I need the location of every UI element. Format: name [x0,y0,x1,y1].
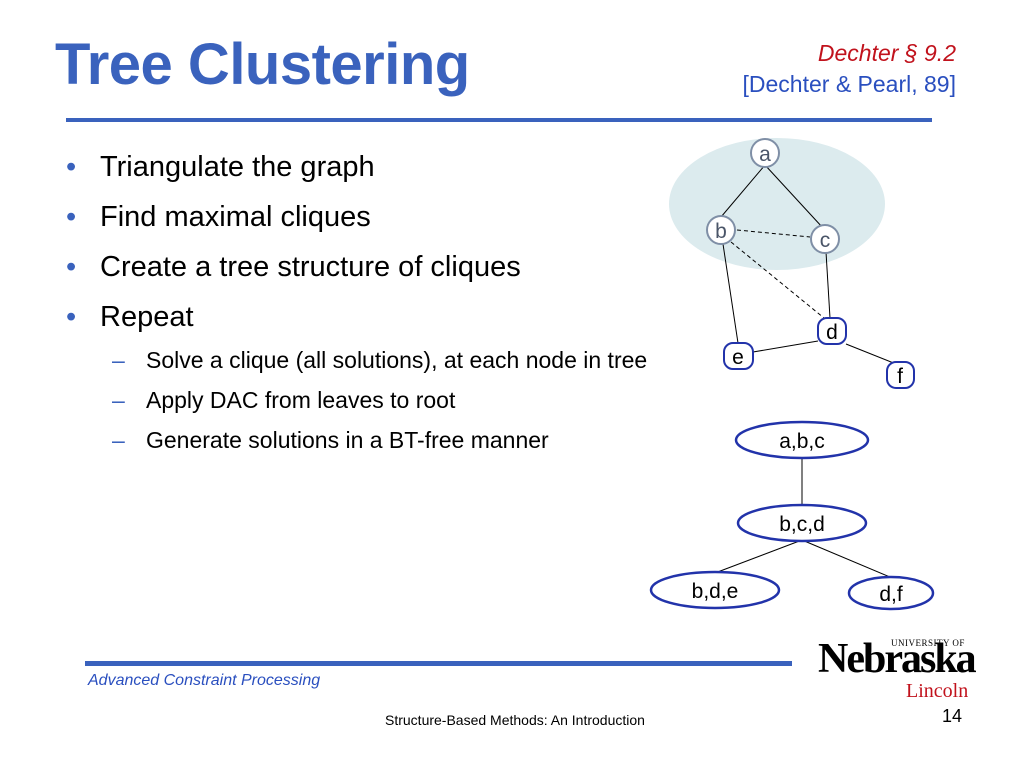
cluster-node-bde: b,d,e [649,570,781,610]
reference-block: Dechter § 9.2 [Dechter & Pearl, 89] [743,38,957,100]
reference-citation: [Dechter & Pearl, 89] [742,71,957,97]
svg-text:d: d [826,321,838,344]
university-logo: UNIVERSITY OF Nebraska Lincoln [818,636,977,702]
page-number: 14 [941,706,962,726]
logo-nebraska: Nebraska [818,636,977,682]
bullet-item: Repeat [60,300,690,334]
svg-text:a: a [759,143,771,166]
graph-node-a: a [750,138,780,168]
edge-a-b [720,164,766,218]
logo-lincoln: Lincoln [906,680,969,702]
svg-text:e: e [732,346,744,369]
cluster-node-df: d,f [847,575,935,611]
svg-text:c: c [820,229,831,252]
graph-node-b: b [706,215,736,245]
edge-bcd-df [801,539,891,578]
svg-text:f: f [897,365,903,388]
sub-bullet-item: Generate solutions in a BT-free manner [112,423,687,457]
logo-university-of: UNIVERSITY OF [891,638,965,648]
edge-a-c [764,164,824,229]
graph-node-c: c [810,224,840,254]
edge-d-f [845,343,897,365]
cluster-tree-edges [714,457,891,578]
graph-node-e: e [723,342,754,370]
edge-bcd-bde [714,539,803,574]
svg-text:a,b,c: a,b,c [779,430,825,453]
fill-edge-b-d [730,241,825,319]
sub-bullet-list: Solve a clique (all solutions), at each … [112,343,687,463]
bullet-item: Find maximal cliques [60,200,690,234]
sub-bullet-item: Solve a clique (all solutions), at each … [112,343,687,377]
cluster-node-bcd: b,c,d [736,503,868,543]
sub-bullet-item: Apply DAC from leaves to root [112,383,687,417]
bullet-list: Triangulate the graph Find maximal cliqu… [60,150,690,350]
title-divider [66,118,932,122]
svg-text:d,f: d,f [879,583,903,606]
svg-text:b: b [715,220,727,243]
course-name: Advanced Constraint Processing [88,672,321,689]
bullet-item: Triangulate the graph [60,150,690,184]
graph-node-f: f [886,361,915,389]
cluster-node-abc: a,b,c [734,420,870,460]
svg-text:b,d,e: b,d,e [692,580,739,603]
graph-edges [720,164,897,365]
slide-title: Tree Clustering [55,32,470,97]
graph-node-d: d [817,317,847,345]
bullet-item: Create a tree structure of cliques [60,250,690,284]
fill-edge-b-c [736,229,811,238]
edge-c-d [825,251,831,319]
svg-text:b,c,d: b,c,d [779,513,825,536]
lecture-title: Structure-Based Methods: An Introduction [385,712,645,728]
reference-section: Dechter § 9.2 [817,40,956,66]
edge-e-d [752,340,819,353]
edge-b-e [722,243,739,344]
footer-divider [85,661,792,666]
